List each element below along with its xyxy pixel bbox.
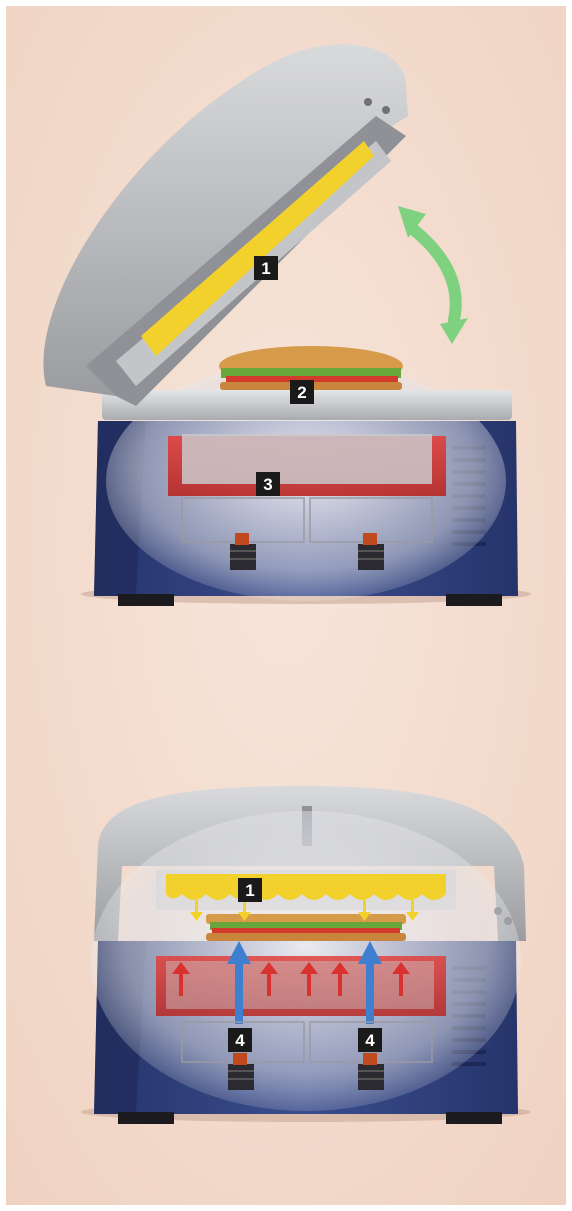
svg-text:2: 2 bbox=[297, 383, 306, 402]
callout-1: 1 bbox=[254, 256, 278, 280]
hinge-screw bbox=[382, 106, 390, 114]
svg-text:4: 4 bbox=[235, 1031, 245, 1050]
bottom-view: 1 4 4 bbox=[81, 786, 531, 1124]
foot bbox=[118, 1112, 174, 1124]
inner-tray bbox=[182, 434, 432, 484]
inner-tray bbox=[166, 961, 434, 1009]
svg-text:3: 3 bbox=[263, 475, 272, 494]
callout-3: 3 bbox=[256, 472, 280, 496]
callout-4: 4 bbox=[358, 1028, 382, 1052]
foot bbox=[118, 594, 174, 606]
foot bbox=[446, 594, 502, 606]
hinge-screw bbox=[364, 98, 372, 106]
callout-4: 4 bbox=[228, 1028, 252, 1052]
callout-1: 1 bbox=[238, 878, 262, 902]
sandwich bbox=[206, 914, 406, 941]
foot bbox=[446, 1112, 502, 1124]
svg-text:1: 1 bbox=[245, 881, 254, 900]
diagram-frame: 1 2 3 bbox=[6, 6, 566, 1205]
diagram-canvas: 1 2 3 bbox=[6, 6, 566, 1205]
svg-text:4: 4 bbox=[365, 1031, 375, 1050]
callout-2: 2 bbox=[290, 380, 314, 404]
svg-text:1: 1 bbox=[261, 259, 270, 278]
